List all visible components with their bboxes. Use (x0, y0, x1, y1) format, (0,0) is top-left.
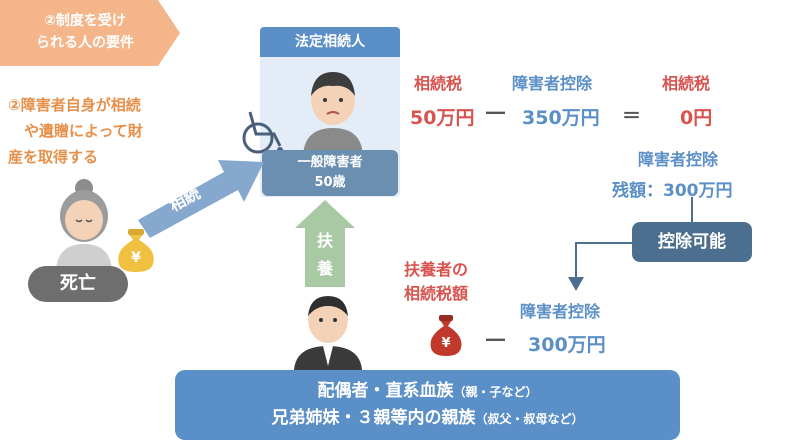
support-arrow-label: 扶 養 (305, 225, 345, 287)
support-arrow (295, 200, 355, 228)
relatives-line1-main: 配偶者・直系血族 (317, 381, 454, 401)
supporter-tax-label: 扶養者の 相続税額 (404, 258, 468, 306)
remaining-value: 残額：300万円 (612, 181, 733, 201)
connector-arrow (568, 197, 693, 291)
disabled-person-illustration (303, 72, 363, 155)
supporter-money-bag-symbol: ¥ (441, 336, 450, 351)
supporter-money-bag-icon: ¥ (430, 315, 462, 356)
supporter-tax-line2: 相続税額 (404, 284, 469, 303)
requirement-tab-line2: られる人の要件 (36, 35, 134, 51)
requirement-2-text: ②障害者自身が相続 や遺贈によって財 産を取得する (8, 92, 183, 170)
relatives-line2-main: 兄弟姉妹・３親等内の親族 (271, 408, 476, 428)
equation-b-value: 350万円 (522, 107, 600, 129)
support-arrow-char1: 扶 (316, 231, 333, 250)
heir-title: 法定相続人 (260, 27, 400, 57)
equation-c-value: 0円 (680, 107, 713, 129)
money-bag-icon: ¥ (118, 229, 154, 272)
equation-a-label: 相続税 (414, 74, 463, 93)
equation-a-value: 50万円 (410, 107, 475, 129)
support-arrow-char2: 養 (316, 259, 333, 278)
inheritance-arrow (138, 160, 264, 238)
relatives-line2-note: （叔父・叔母など） (475, 412, 584, 426)
money-bag-symbol: ¥ (131, 250, 141, 266)
equation-b-label: 障害者控除 (512, 74, 593, 93)
requirement-2-line3: 産を取得する (8, 148, 99, 166)
equation-minus: ― (486, 101, 505, 123)
heir-type: 一般障害者 (297, 155, 363, 170)
requirement-2-line2: や遺贈によって財 (24, 122, 143, 140)
supporter-deduction-label: 障害者控除 (520, 302, 601, 321)
wheelchair-icon (242, 111, 283, 154)
relatives-line1: 配偶者・直系血族（親・子など） (175, 378, 680, 405)
heir-age: 50歳 (314, 175, 346, 190)
relatives-line1-note: （親・子など） (453, 385, 538, 399)
requirement-tab-line1: ②制度を受け (44, 13, 126, 29)
equation-c-label: 相続税 (662, 74, 711, 93)
deceased-label: 死亡 (28, 266, 128, 302)
deductible-button[interactable]: 控除可能 (632, 222, 752, 262)
relatives-line2: 兄弟姉妹・３親等内の親族（叔父・叔母など） (175, 405, 680, 432)
supporter-person-illustration (294, 296, 362, 370)
supporter-relatives-box: 配偶者・直系血族（親・子など） 兄弟姉妹・３親等内の親族（叔父・叔母など） (175, 370, 680, 440)
remaining-label: 障害者控除 (638, 150, 719, 169)
supporter-tax-line1: 扶養者の (404, 260, 469, 279)
requirement-tab-shape (0, 0, 180, 66)
supporter-minus: ― (486, 328, 505, 350)
requirement-2-line1: ②障害者自身が相続 (8, 96, 141, 114)
elderly-woman-illustration (56, 179, 112, 270)
supporter-deduction-value: 300万円 (528, 334, 606, 356)
requirement-tab: ②制度を受け られる人の要件 (10, 10, 160, 54)
heir-status-pill: 一般障害者 50歳 (262, 150, 398, 196)
equation-equals: ＝ (622, 105, 642, 127)
